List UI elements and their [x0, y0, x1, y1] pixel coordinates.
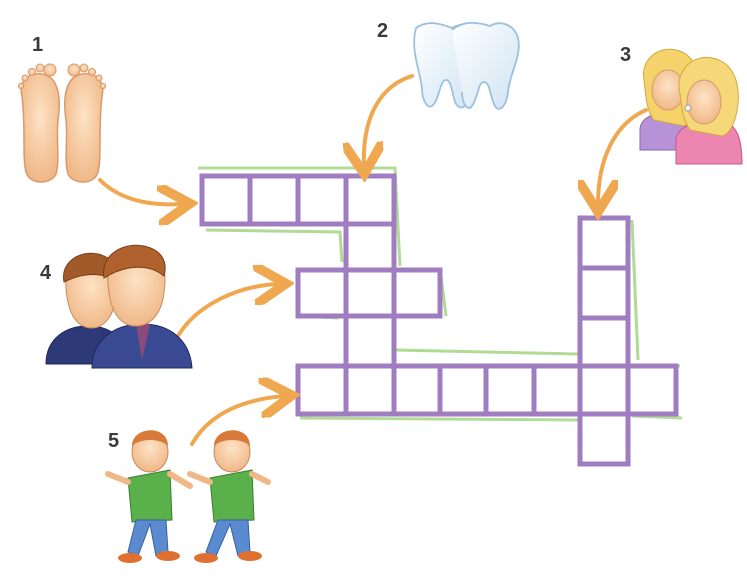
- grid-cell[interactable]: [343, 313, 397, 369]
- grid-cell[interactable]: [343, 363, 397, 417]
- children-icon: [105, 430, 271, 563]
- grid-cell[interactable]: [343, 173, 397, 227]
- arrow-5: [190, 396, 284, 446]
- grid-cell[interactable]: [577, 411, 631, 467]
- women-icon: [639, 48, 743, 165]
- grid-cell[interactable]: [295, 363, 349, 417]
- clue-number-3: 3: [620, 44, 632, 66]
- grid-cell[interactable]: [437, 363, 489, 417]
- clue-arrows: [98, 74, 648, 446]
- clue-number-1: 1: [32, 34, 44, 56]
- word-5-across: [295, 363, 679, 417]
- teeth-icon: [413, 21, 520, 110]
- grid-cell[interactable]: [625, 363, 679, 417]
- clue-number-2: 2: [377, 20, 389, 42]
- word-4-across: [295, 267, 443, 319]
- grid-cell[interactable]: [199, 173, 253, 227]
- arrow-2: [364, 74, 414, 166]
- men-icon: [45, 244, 193, 369]
- word-1-across: [199, 173, 397, 227]
- grid-cell[interactable]: [577, 315, 631, 369]
- arrow-3: [598, 108, 648, 204]
- arrow-4: [176, 284, 278, 338]
- word-3-down: [577, 215, 631, 467]
- crossword-grid: [198, 166, 683, 467]
- grid-cell[interactable]: [343, 267, 397, 319]
- grid-cell[interactable]: [577, 363, 631, 417]
- grid-cell[interactable]: [577, 265, 631, 321]
- grid-cell[interactable]: [295, 173, 349, 227]
- grid-cell[interactable]: [391, 363, 443, 417]
- grid-cell[interactable]: [483, 363, 537, 417]
- clue-number-4: 4: [40, 262, 52, 284]
- grid-cell[interactable]: [295, 267, 349, 319]
- arrow-1: [98, 178, 182, 204]
- feet-icon: [17, 63, 107, 183]
- grid-cell[interactable]: [577, 215, 631, 271]
- grid-cell[interactable]: [343, 221, 397, 273]
- grid-cell[interactable]: [247, 173, 301, 227]
- grid-cell[interactable]: [391, 267, 443, 319]
- clue-number-5: 5: [108, 430, 120, 452]
- grid-cell[interactable]: [531, 363, 583, 417]
